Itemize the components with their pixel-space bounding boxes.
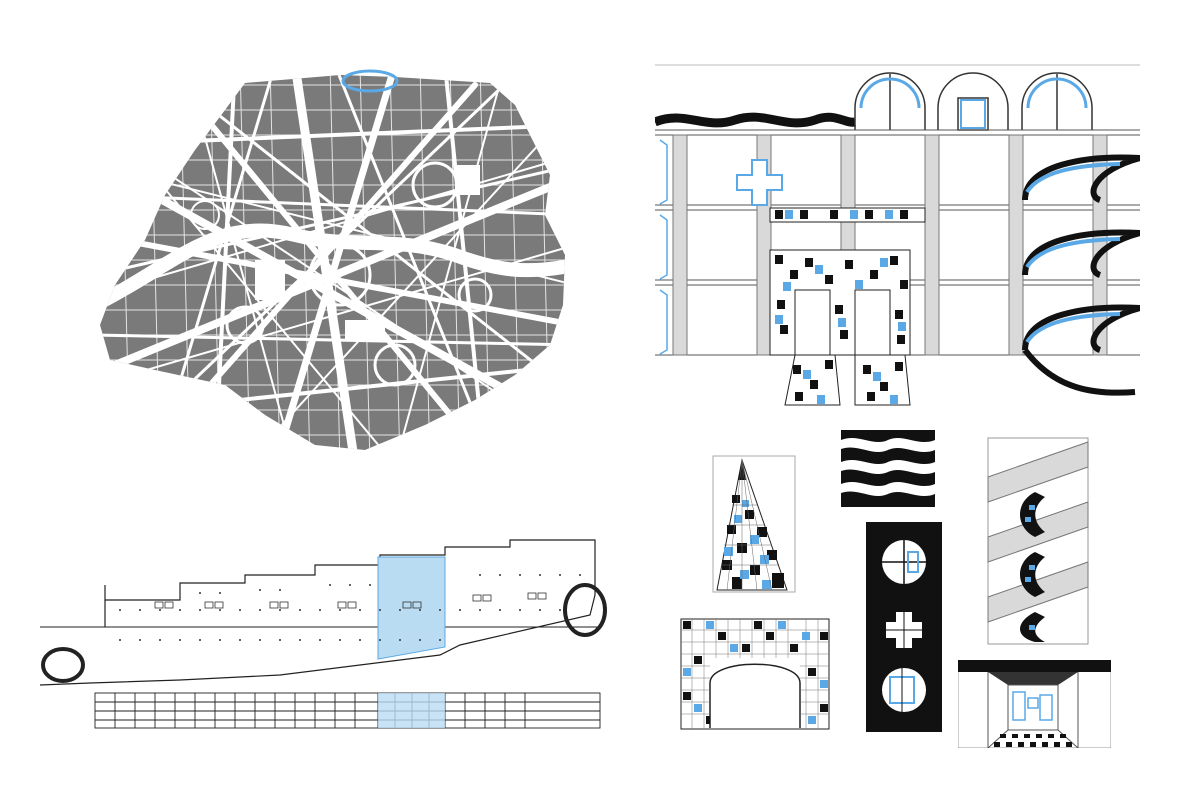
section-drawing-panel bbox=[30, 535, 615, 735]
city-map-panel bbox=[95, 65, 575, 465]
facade-elevation-icon bbox=[655, 64, 1140, 406]
building-section-icon bbox=[39, 539, 607, 729]
study-spiral-ramp bbox=[987, 437, 1089, 645]
corridor-perspective-icon bbox=[958, 660, 1111, 748]
wave-stripes-icon bbox=[838, 425, 938, 510]
site-marker-icon bbox=[341, 69, 399, 93]
study-wave-stripes bbox=[838, 425, 938, 510]
study-tiled-cone bbox=[712, 455, 796, 593]
tiled-figure-icon bbox=[769, 207, 926, 406]
study-black-panel-portholes bbox=[866, 522, 942, 732]
tiled-archway-icon bbox=[680, 618, 830, 730]
spiral-ramp-icon bbox=[987, 437, 1089, 645]
tiled-cone-icon bbox=[712, 455, 796, 593]
black-panel-portholes-icon bbox=[866, 522, 942, 732]
city-map-icon bbox=[100, 69, 565, 450]
study-tiled-archway bbox=[680, 618, 830, 730]
study-corridor-perspective bbox=[958, 660, 1111, 748]
facade-elevation-panel bbox=[655, 60, 1140, 410]
